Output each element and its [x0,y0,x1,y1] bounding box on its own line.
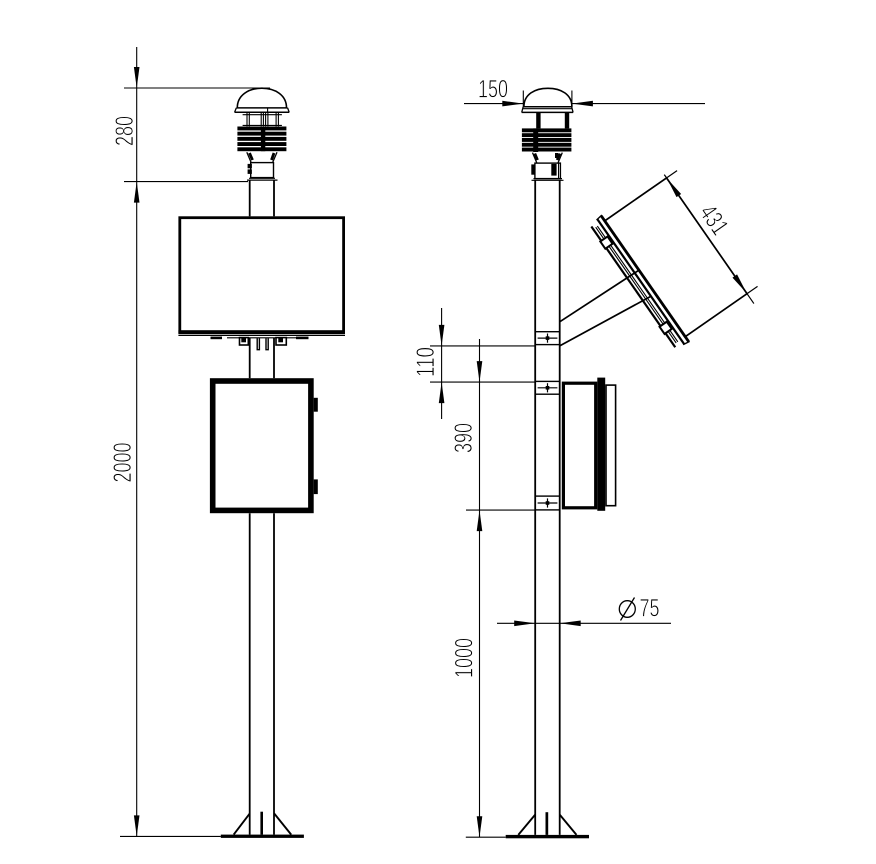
svg-text:2000: 2000 [109,443,137,483]
svg-text:150: 150 [478,76,508,104]
svg-text:75: 75 [640,594,660,622]
svg-text:110: 110 [412,347,440,377]
svg-text:280: 280 [111,116,139,146]
svg-text:1000: 1000 [451,638,479,678]
svg-text:390: 390 [450,423,478,453]
